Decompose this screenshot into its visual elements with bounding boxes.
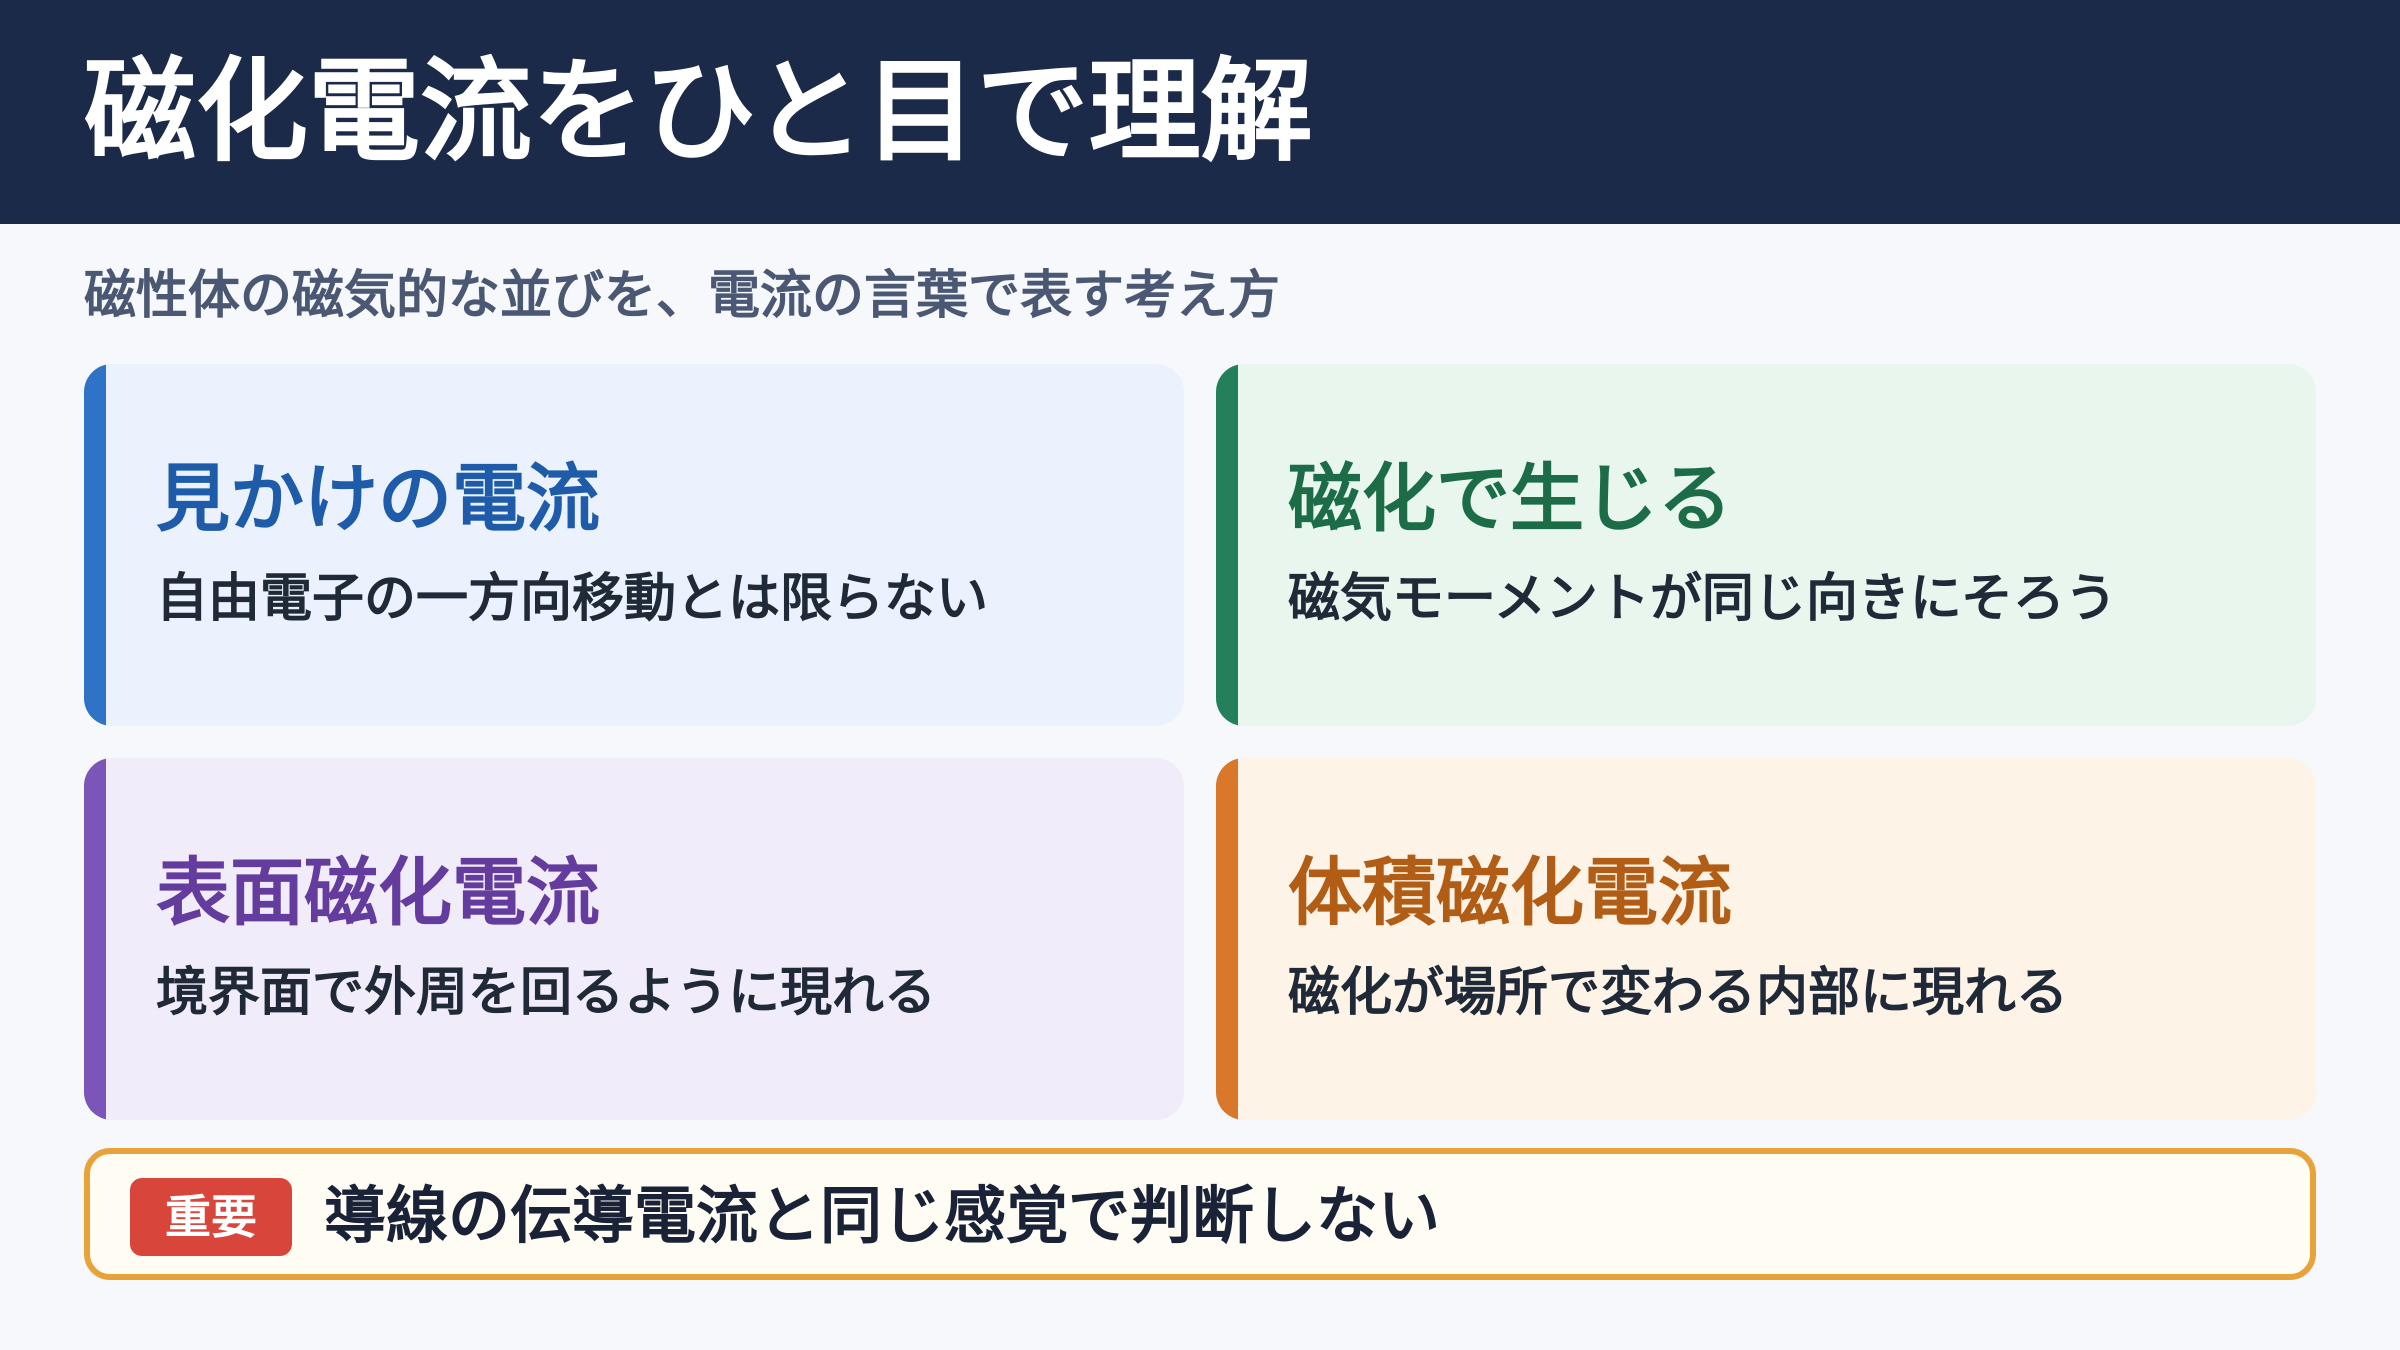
important-note: 重要 導線の伝導電流と同じ感覚で判断しない: [84, 1148, 2316, 1280]
card-accent-bar: [84, 758, 106, 1120]
title-banner: 磁化電流をひと目で理解: [0, 0, 2400, 224]
card-description: 自由電子の一方向移動とは限らない: [156, 569, 989, 629]
note-text: 導線の伝導電流と同じ感覚で判断しない: [324, 1179, 1441, 1252]
important-badge: 重要: [130, 1178, 292, 1256]
card-title: 見かけの電流: [156, 456, 600, 542]
card-title: 表面磁化電流: [156, 850, 600, 936]
page-subtitle: 磁性体の磁気的な並びを、電流の言葉で表す考え方: [84, 266, 1281, 326]
card-apparent-current: 見かけの電流 自由電子の一方向移動とは限らない: [84, 364, 1184, 726]
card-description: 境界面で外周を回るように現れる: [156, 963, 937, 1023]
card-caused-by-magnetization: 磁化で生じる 磁気モーメントが同じ向きにそろう: [1216, 364, 2316, 726]
card-description: 磁気モーメントが同じ向きにそろう: [1288, 569, 2117, 629]
card-accent-bar: [1216, 364, 1238, 726]
card-title: 体積磁化電流: [1288, 850, 1732, 936]
card-description: 磁化が場所で変わる内部に現れる: [1288, 963, 2069, 1023]
card-volume-magnetization-current: 体積磁化電流 磁化が場所で変わる内部に現れる: [1216, 758, 2316, 1120]
card-accent-bar: [1216, 758, 1238, 1120]
card-title: 磁化で生じる: [1288, 456, 1732, 542]
card-surface-magnetization-current: 表面磁化電流 境界面で外周を回るように現れる: [84, 758, 1184, 1120]
card-accent-bar: [84, 364, 106, 726]
page-title: 磁化電流をひと目で理解: [84, 47, 1313, 177]
